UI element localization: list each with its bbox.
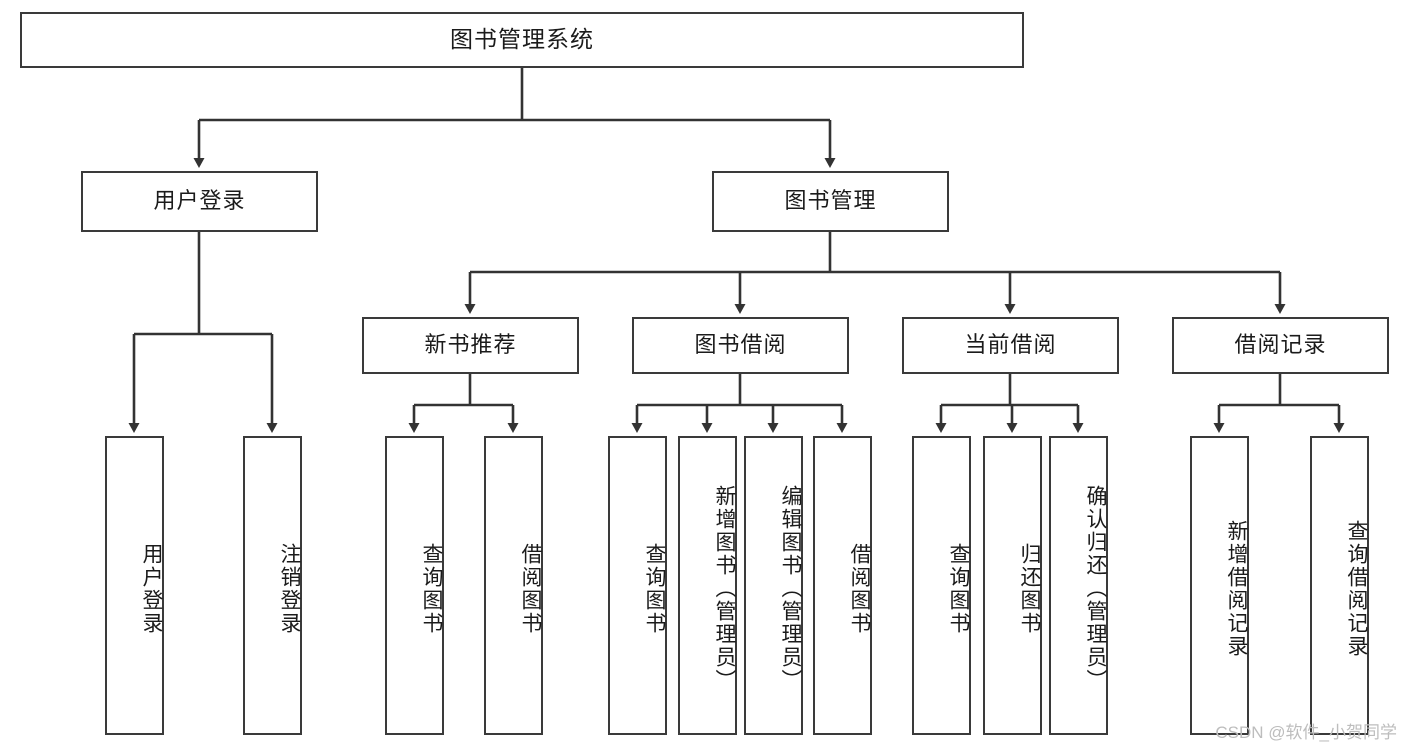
csdn-watermark: CSDN @软件_小贺同学 [1215, 723, 1397, 742]
leaf-add-record[interactable]: 新增借阅记录 [1190, 436, 1249, 735]
leaf-query-book-2[interactable]: 查询图书 [608, 436, 667, 735]
leaf-add-record-label: 新增借阅记录 [1225, 519, 1248, 658]
node-book-borrow[interactable]: 图书借阅 [632, 317, 849, 374]
node-user-login[interactable]: 用户登录 [81, 171, 318, 232]
node-root-label: 图书管理系统 [450, 26, 594, 53]
leaf-return-book-label: 归还图书 [1018, 542, 1041, 635]
leaf-user-login-label: 用户登录 [140, 542, 163, 635]
leaf-query-book-1[interactable]: 查询图书 [385, 436, 444, 735]
leaf-user-login[interactable]: 用户登录 [105, 436, 164, 735]
leaf-borrow-book-1[interactable]: 借阅图书 [484, 436, 543, 735]
node-user-login-label: 用户登录 [153, 188, 246, 214]
leaf-query-record-label: 查询借阅记录 [1345, 519, 1368, 658]
leaf-query-book-1-label: 查询图书 [420, 542, 443, 635]
node-new-book-recommend-label: 新书推荐 [424, 332, 517, 358]
leaf-query-book-2-label: 查询图书 [643, 542, 666, 635]
leaf-borrow-book-1-label: 借阅图书 [519, 542, 542, 635]
node-book-manage-label: 图书管理 [784, 188, 877, 214]
leaf-edit-book[interactable]: 编辑图书（管理员） [744, 436, 803, 735]
node-borrow-record-label: 借阅记录 [1234, 332, 1327, 358]
leaf-return-book[interactable]: 归还图书 [983, 436, 1042, 735]
leaf-confirm-return[interactable]: 确认归还（管理员） [1049, 436, 1108, 735]
leaf-query-book-3-label: 查询图书 [947, 542, 970, 635]
leaf-query-book-3[interactable]: 查询图书 [912, 436, 971, 735]
leaf-user-logout-label: 注销登录 [278, 542, 301, 635]
leaf-borrow-book-2-label: 借阅图书 [848, 542, 871, 635]
leaf-edit-book-label: 编辑图书（管理员） [779, 485, 802, 692]
leaf-user-logout[interactable]: 注销登录 [243, 436, 302, 735]
leaf-borrow-book-2[interactable]: 借阅图书 [813, 436, 872, 735]
leaf-confirm-return-label: 确认归还（管理员） [1084, 485, 1107, 692]
node-book-manage[interactable]: 图书管理 [712, 171, 949, 232]
node-book-borrow-label: 图书借阅 [694, 332, 787, 358]
leaf-add-book[interactable]: 新增图书（管理员） [678, 436, 737, 735]
node-current-borrow[interactable]: 当前借阅 [902, 317, 1119, 374]
node-borrow-record[interactable]: 借阅记录 [1172, 317, 1389, 374]
leaf-add-book-label: 新增图书（管理员） [713, 485, 736, 692]
leaf-query-record[interactable]: 查询借阅记录 [1310, 436, 1369, 735]
node-new-book-recommend[interactable]: 新书推荐 [362, 317, 579, 374]
node-current-borrow-label: 当前借阅 [964, 332, 1057, 358]
node-root[interactable]: 图书管理系统 [20, 12, 1024, 68]
